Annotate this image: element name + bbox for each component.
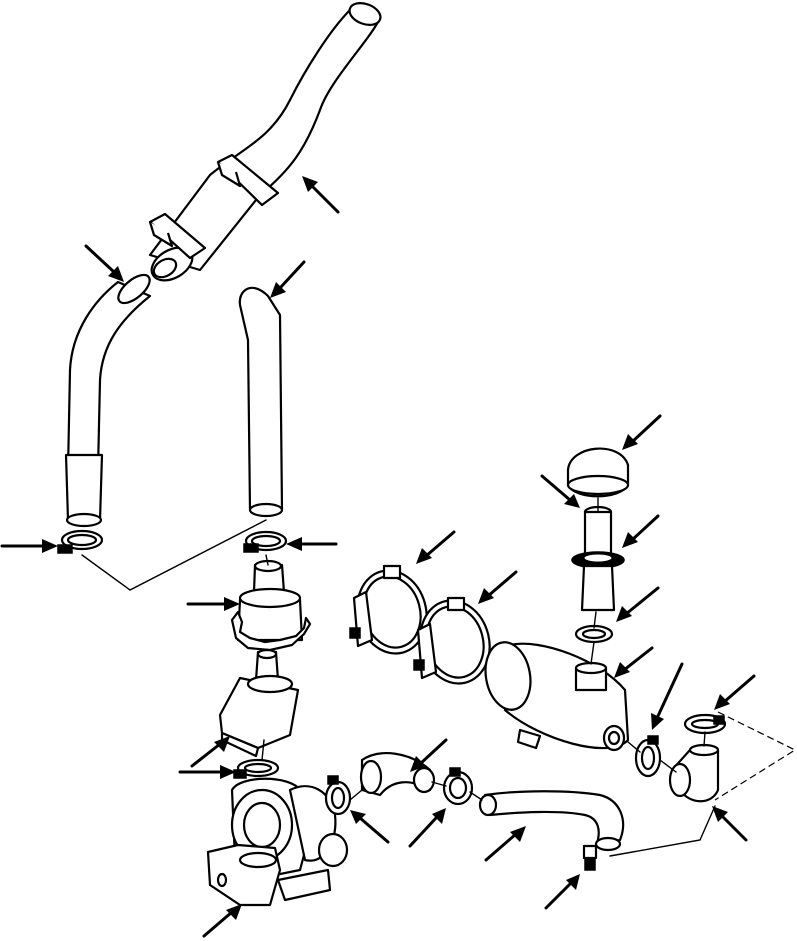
muffler	[218, 648, 300, 758]
exhaust-tail-pipe	[148, 2, 382, 282]
outlet-clamp	[634, 735, 662, 778]
restriction-indicator	[582, 844, 598, 871]
hose-clamp-left	[324, 775, 352, 816]
exhaust-stack	[238, 286, 284, 518]
turbo-clamp	[233, 758, 280, 779]
exhaust-elbow-pipe	[64, 273, 152, 528]
air-cleaner-mounting-band-front	[349, 564, 428, 655]
exhaust-clamp-left	[57, 529, 104, 554]
turbocharger	[206, 777, 349, 907]
intake-hose-elbow	[359, 752, 436, 797]
leader-arrows	[0, 176, 756, 938]
intake-pipe	[478, 790, 625, 852]
precleaner-cap	[566, 447, 630, 498]
air-cleaner	[484, 641, 630, 752]
outlet-elbow	[668, 743, 720, 803]
muffler-adapter	[230, 559, 312, 652]
exhaust-clamp-right	[243, 530, 288, 553]
hose-clamp-right	[442, 767, 474, 806]
intake-seal	[571, 551, 625, 612]
elbow-clamp	[683, 713, 727, 735]
air-cleaner-mounting-band-rear	[413, 596, 491, 685]
